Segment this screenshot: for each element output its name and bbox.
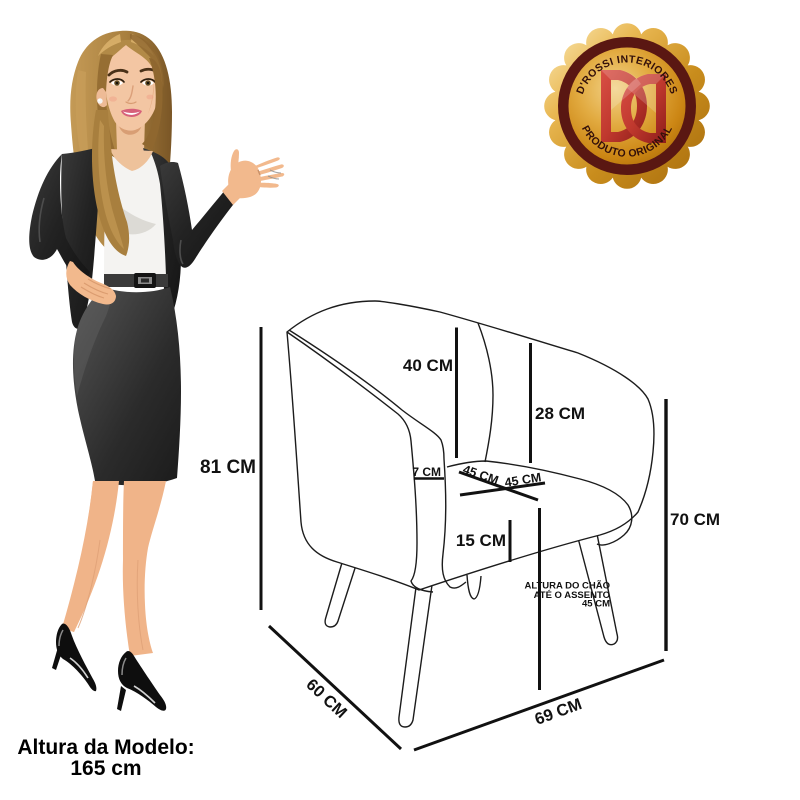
svg-text:7 CM: 7 CM — [412, 465, 441, 479]
svg-text:40 CM: 40 CM — [403, 356, 453, 375]
svg-text:165 cm: 165 cm — [70, 757, 141, 780]
svg-text:60 CM: 60 CM — [302, 676, 350, 722]
svg-text:ALTURA DO CHÃO: ALTURA DO CHÃO — [525, 581, 611, 592]
svg-text:70 CM: 70 CM — [670, 510, 720, 529]
svg-text:81 CM: 81 CM — [200, 457, 256, 478]
svg-text:Altura da Modelo:: Altura da Modelo: — [17, 736, 194, 759]
svg-text:45 CM: 45 CM — [504, 470, 543, 490]
svg-text:ATÉ O ASSENTO: ATÉ O ASSENTO — [534, 590, 610, 601]
svg-text:28 CM: 28 CM — [535, 404, 585, 423]
svg-text:69 CM: 69 CM — [532, 695, 584, 729]
svg-text:15 CM: 15 CM — [456, 531, 506, 550]
svg-text:45 CM: 45 CM — [582, 599, 610, 610]
